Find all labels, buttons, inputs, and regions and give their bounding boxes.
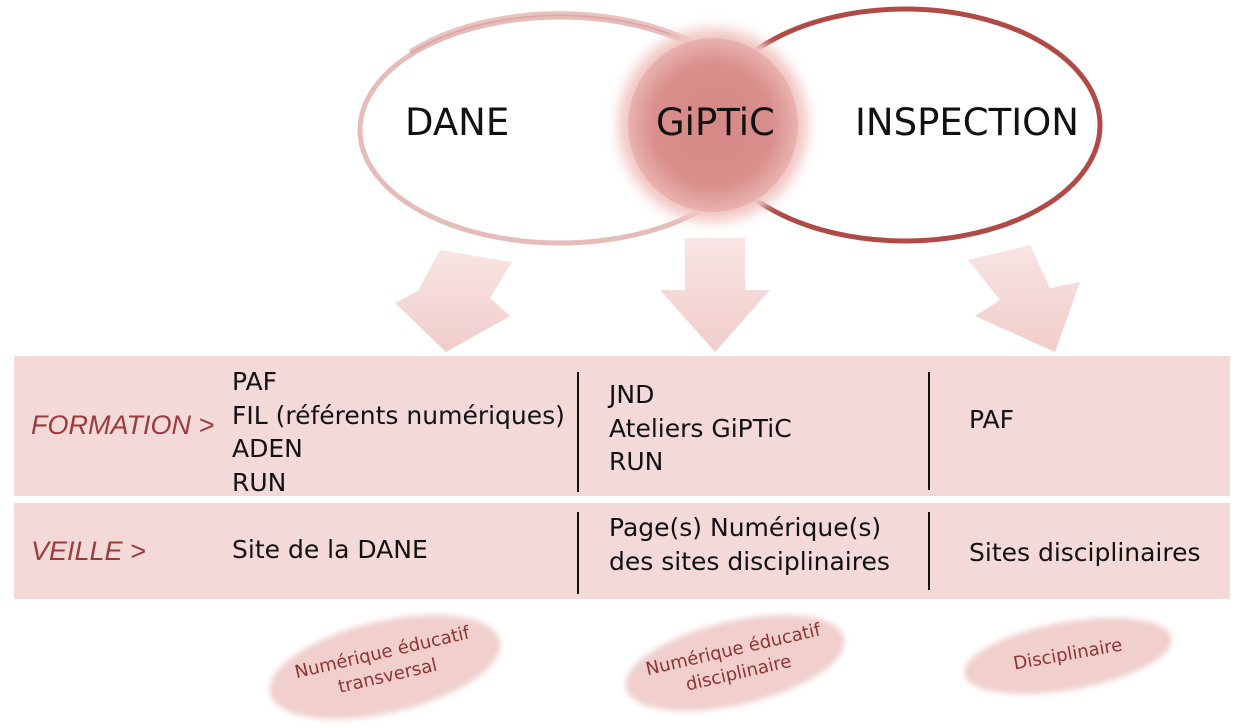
circle-label-dane: DANE <box>405 101 510 144</box>
tag-disciplinaire-numerique <box>625 614 845 712</box>
cell-line: Sites disciplinaires <box>969 538 1201 567</box>
formation-dane-cell: PAF FIL (référents numériques) ADEN RUN <box>232 365 565 499</box>
cell-line: PAF <box>969 405 1014 434</box>
circle-label-inspection: INSPECTION <box>855 101 1079 144</box>
arrow-center <box>660 238 770 352</box>
cell-line: Site de la DANE <box>232 535 428 564</box>
tag-transversal <box>269 614 501 720</box>
cell-line: ADEN <box>232 434 303 463</box>
circle-label-giptic: GiPTiC <box>656 101 775 144</box>
formation-band <box>14 356 1230 496</box>
cell-line: JND <box>609 380 655 409</box>
arrow-left <box>395 250 512 352</box>
cell-line: des sites disciplinaires <box>609 546 890 576</box>
veille-band <box>14 503 1230 599</box>
veille-inspection-cell: Sites disciplinaires <box>969 536 1201 570</box>
cell-line: FIL (référents numériques) <box>232 400 565 430</box>
tag-disciplinaire <box>964 617 1172 695</box>
cell-line: RUN <box>232 467 287 497</box>
formation-inspection-cell: PAF <box>969 403 1014 437</box>
formation-giptic-cell: JND Ateliers GiPTiC RUN <box>609 378 792 479</box>
row-label-veille: VEILLE > <box>31 536 146 566</box>
cell-line: PAF <box>232 367 277 396</box>
arrow-right <box>968 245 1080 352</box>
veille-dane-cell: Site de la DANE <box>232 533 428 567</box>
cell-line: Page(s) Numérique(s) <box>609 513 882 542</box>
cell-line: RUN <box>609 447 664 476</box>
giptic-intersection <box>628 38 798 212</box>
veille-giptic-cell: Page(s) Numérique(s) des sites disciplin… <box>609 511 890 578</box>
cell-line: Ateliers GiPTiC <box>609 413 792 443</box>
row-label-formation: FORMATION > <box>31 410 215 440</box>
